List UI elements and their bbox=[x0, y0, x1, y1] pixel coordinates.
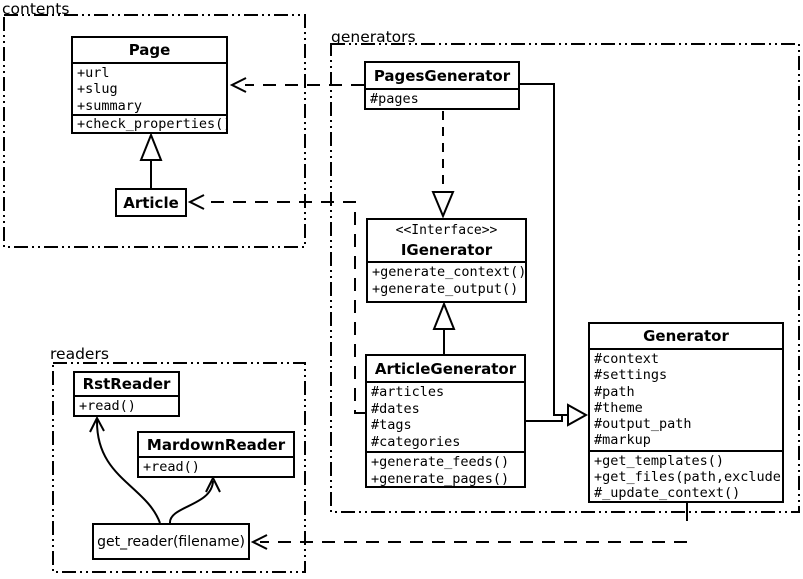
class-articlegenerator-name: ArticleGenerator bbox=[374, 359, 517, 378]
inheritance-to-generator-arrowhead bbox=[567, 403, 589, 427]
node-get-reader[interactable]: get_reader(filename) bbox=[92, 523, 250, 560]
attribute: #pages bbox=[370, 91, 419, 107]
class-igenerator-methods: +generate_context() +generate_output() bbox=[368, 261, 525, 301]
attribute: #theme bbox=[594, 399, 643, 416]
arrow-getreader-to-rstreader-arrowhead bbox=[89, 415, 105, 433]
package-border-contents bbox=[3, 14, 306, 248]
method: +get_files(path,exclude) bbox=[594, 469, 782, 486]
node-get-reader-label: get_reader(filename) bbox=[97, 533, 245, 550]
attribute: #path bbox=[594, 383, 635, 400]
package-border-generators bbox=[330, 43, 800, 513]
method: +generate_context() bbox=[372, 264, 525, 280]
arrow-getreader-to-markdownreader-line bbox=[168, 480, 214, 524]
attribute: #articles bbox=[371, 384, 445, 400]
attribute: #context bbox=[594, 351, 660, 367]
class-page-attributes: +url +slug +summary bbox=[73, 62, 226, 114]
class-articlegenerator-methods: +generate_feeds() +generate_pages() bbox=[367, 451, 524, 486]
class-markdownreader-name: MardownReader bbox=[146, 435, 286, 454]
class-igenerator[interactable]: <<Interface>> IGenerator +generate_conte… bbox=[366, 218, 527, 303]
attribute: #tags bbox=[371, 417, 412, 433]
class-pagesgenerator-name: PagesGenerator bbox=[373, 66, 511, 85]
class-pagesgenerator-attributes: #pages bbox=[366, 88, 518, 108]
class-page-name: Page bbox=[128, 41, 171, 59]
class-article[interactable]: Article bbox=[115, 188, 187, 217]
dependency-articlegenerator-to-article-line bbox=[203, 201, 365, 414]
dependency-articlegenerator-to-article-arrowhead bbox=[187, 194, 205, 210]
class-articlegenerator[interactable]: ArticleGenerator #articles #dates #tags … bbox=[365, 354, 526, 488]
method: +generate_pages() bbox=[371, 470, 510, 487]
attribute: #output_path bbox=[594, 416, 692, 433]
class-markdownreader-methods: +read() bbox=[139, 456, 293, 476]
package-label-readers: readers bbox=[50, 345, 109, 363]
package-border-readers bbox=[52, 362, 306, 573]
class-igenerator-stereotype: <<Interface>> bbox=[395, 222, 498, 238]
class-igenerator-title: <<Interface>> IGenerator bbox=[368, 220, 525, 261]
attribute: #settings bbox=[594, 367, 668, 384]
class-rstreader-methods: +read() bbox=[75, 395, 178, 415]
class-articlegenerator-attributes: #articles #dates #tags #categories bbox=[367, 381, 524, 451]
dependency-pagesgenerator-to-page-arrowhead bbox=[229, 77, 247, 93]
method: +generate_output() bbox=[372, 281, 519, 297]
inheritance-articlegenerator-to-igenerator-arrowhead bbox=[432, 301, 456, 330]
inheritance-articlegenerator-to-generator-line bbox=[526, 414, 567, 422]
method: +get_templates() bbox=[594, 453, 725, 469]
class-rstreader[interactable]: RstReader +read() bbox=[73, 371, 180, 417]
realization-pagesgenerator-to-igenerator-arrowhead bbox=[431, 191, 455, 219]
method: #_update_context() bbox=[594, 485, 741, 501]
attribute: +url bbox=[77, 65, 110, 81]
method: +read() bbox=[143, 459, 200, 475]
class-rstreader-name: RstReader bbox=[82, 375, 171, 393]
class-page[interactable]: Page +url +slug +summary +check_properti… bbox=[71, 36, 228, 134]
method: +read() bbox=[79, 398, 136, 414]
package-label-generators: generators bbox=[331, 28, 416, 46]
class-generator-name: Generator bbox=[643, 327, 729, 345]
class-igenerator-name: IGenerator bbox=[400, 240, 493, 259]
class-generator-methods: +get_templates() +get_files(path,exclude… bbox=[590, 450, 782, 501]
class-generator[interactable]: Generator #context #settings #path #them… bbox=[588, 322, 784, 503]
inheritance-pagesgenerator-to-generator-line bbox=[520, 83, 567, 416]
attribute: #markup bbox=[594, 432, 651, 449]
class-pagesgenerator[interactable]: PagesGenerator #pages bbox=[364, 61, 520, 110]
inheritance-article-to-page-arrowhead bbox=[139, 132, 163, 161]
method: +generate_feeds() bbox=[371, 454, 510, 470]
class-generator-attributes: #context #settings #path #theme #output_… bbox=[590, 348, 782, 450]
attribute: #dates bbox=[371, 400, 420, 417]
arrow-getreader-to-markdownreader-arrowhead bbox=[205, 475, 221, 493]
attribute: +summary bbox=[77, 97, 143, 114]
class-page-methods: +check_properties() bbox=[73, 114, 226, 132]
package-label-contents: contents bbox=[2, 0, 70, 18]
class-markdownreader[interactable]: MardownReader +read() bbox=[137, 431, 295, 478]
class-article-name: Article bbox=[123, 193, 179, 212]
dependency-generator-to-getreader-arrowhead bbox=[250, 534, 268, 550]
arrow-getreader-to-rstreader-line bbox=[95, 419, 161, 524]
attribute: +slug bbox=[77, 81, 118, 98]
attribute: #categories bbox=[371, 433, 461, 450]
method: +check_properties() bbox=[77, 116, 226, 132]
